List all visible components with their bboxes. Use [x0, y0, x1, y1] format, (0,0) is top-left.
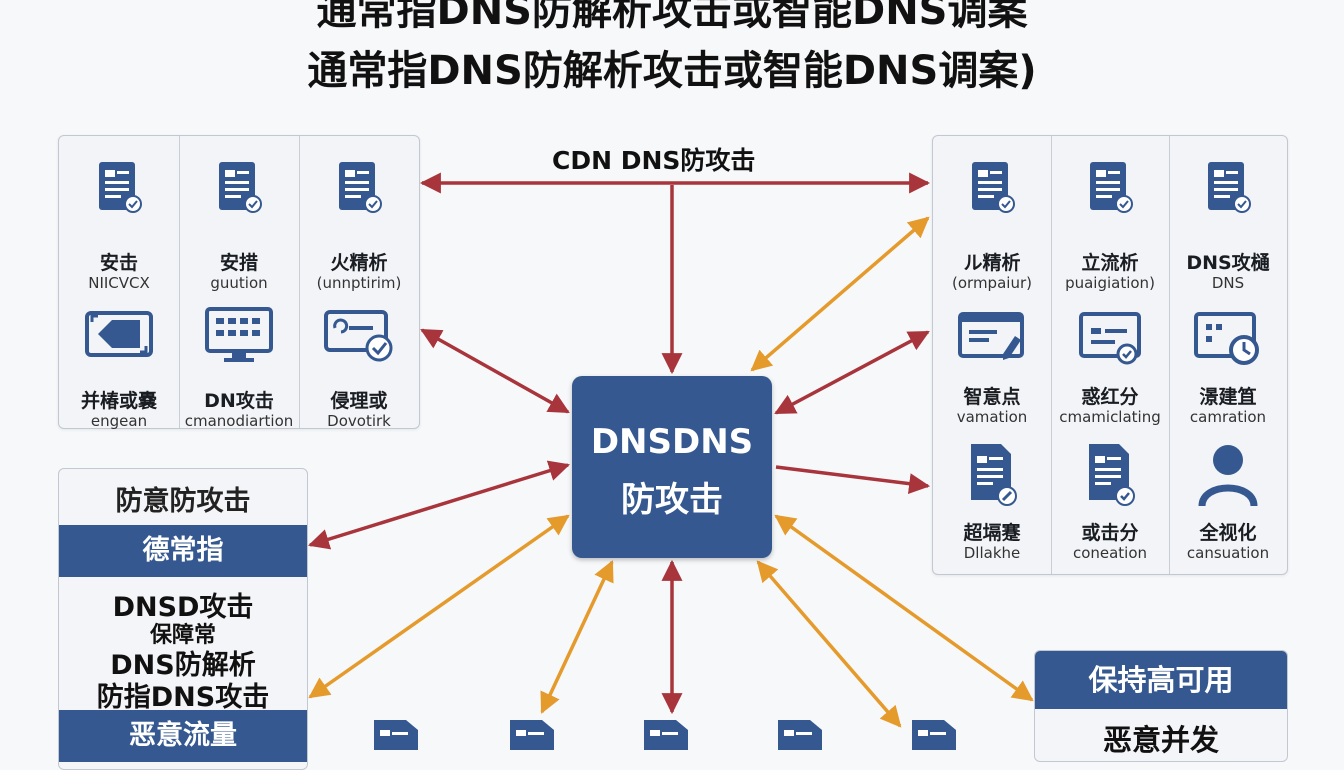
left-panel-band: 恶意流量 [59, 710, 307, 762]
document-check-icon [219, 162, 262, 213]
feature-item: 全视化 cansuation [1169, 430, 1287, 572]
arrow-center-to-right-low [775, 465, 931, 495]
center-subtitle: 防攻击 [621, 480, 723, 520]
feature-label-cn: 智意点 [963, 386, 1021, 408]
document-check-icon [1090, 162, 1133, 213]
feature-label-cn: ル精析 [963, 252, 1021, 274]
feature-label-cn: DN攻击 [204, 390, 274, 412]
left-panel-header: 防意防攻击 [115, 486, 251, 517]
document-check-icon [1089, 444, 1135, 506]
column-divider [1169, 136, 1170, 574]
card-check-icon [324, 310, 393, 362]
feature-label-en: guution [210, 274, 268, 292]
arrow-center-to-bottom-right [774, 514, 1034, 702]
document-check-icon [339, 162, 382, 213]
left-panel-line: 保障常 [149, 623, 216, 648]
user-icon [1198, 445, 1258, 507]
feature-label-cn: DNS攻樋 [1186, 252, 1270, 274]
feature-label-en: coneation [1072, 544, 1148, 562]
feature-item: 惑红分 cmamiclating [1051, 296, 1169, 430]
left-info-panel: 防意防攻击 德常指 DNSD攻击 保障常 DNS防解析 防指DNS攻击 恶意流量 [58, 468, 308, 770]
feature-item: 立流析 puaigiation) [1051, 136, 1169, 296]
feature-item: 火精析 (unnptirim) [299, 136, 419, 292]
feature-label-cn: 或击分 [1081, 522, 1139, 544]
feature-item: 超塥蹇 Dllakhe [933, 430, 1051, 572]
card-check-icon [1079, 312, 1141, 365]
page-title: 通常指DNS防解析攻击或智能DNS调案) [307, 48, 1037, 94]
feature-label-cn: 全视化 [1199, 522, 1257, 544]
right-panel: ル精析 (ormpaiur) 立流析 puaigiation) DNS攻樋 DN… [932, 135, 1288, 575]
bottom-right-panel: 保持高可用 恶意并发 [1034, 650, 1288, 762]
feature-label-en: puaigiation) [1065, 274, 1155, 292]
feature-label-en: (unnptirim) [316, 274, 402, 292]
arrows-layer [307, 172, 1034, 728]
feature-label-en: DNS [1211, 274, 1245, 292]
feature-item: 安击 NIICVCX [59, 136, 179, 292]
feature-item: DN攻击 cmanodiartion [179, 286, 299, 430]
bottom-right-text: 恶意并发 [1102, 723, 1219, 757]
screen-edit-icon [958, 312, 1024, 360]
arrow-center-to-left-panel [307, 460, 571, 550]
document-check-icon [99, 162, 142, 213]
document-check-icon [1208, 162, 1251, 213]
column-divider [1051, 136, 1052, 574]
feature-label-en: cmanodiartion [184, 412, 294, 430]
feature-label-cn: 安击 [99, 252, 138, 274]
feature-item: 智意点 vamation [933, 296, 1051, 430]
feature-label-en: NIICVCX [88, 274, 150, 292]
feature-label-cn: 惑红分 [1081, 386, 1139, 408]
left-top-panel: 安击 NIICVCX 安措 guution 火精析 (unnptirim [58, 135, 420, 430]
feature-label-cn: 立流析 [1081, 252, 1139, 274]
feature-label-en: engean [90, 412, 148, 430]
feature-item: 或击分 coneation [1051, 430, 1169, 572]
monitor-grid-icon [205, 307, 273, 362]
left-panel-line: 防指DNS攻击 [96, 682, 270, 713]
document-edit-icon [971, 444, 1017, 506]
center-title: DNSDNS [590, 422, 754, 462]
feature-label-en: camration [1189, 408, 1267, 426]
arrow-center-to-left-bottom [308, 514, 570, 699]
column-divider [179, 136, 180, 428]
feature-item: 侵理或 Dovotirk [299, 286, 419, 430]
feature-item: ル精析 (ormpaiur) [933, 136, 1051, 296]
resize-frame-icon [85, 311, 153, 357]
feature-label-cn: 澋建笡 [1199, 386, 1257, 408]
center-dns-node: DNSDNS 防攻击 [572, 376, 772, 558]
feature-item: 并椿或嚢 engean [59, 286, 179, 430]
column-divider [299, 136, 300, 428]
feature-label-en: Dovotirk [327, 412, 391, 430]
document-icon [510, 720, 554, 750]
document-icon [778, 720, 822, 750]
arrow-left-top-to-center [420, 328, 570, 414]
cdn-dns-label: CDN DNS防攻击 [552, 146, 756, 175]
feature-label-en: vamation [956, 408, 1028, 426]
arrow-center-to-right-mid [774, 330, 930, 415]
feature-item: 安措 guution [179, 136, 299, 292]
feature-item: DNS攻樋 DNS [1169, 136, 1287, 296]
feature-label-en: (ormpaiur) [952, 274, 1032, 292]
left-panel-line: DNS防解析 [110, 650, 256, 681]
left-panel-band: 德常指 [59, 525, 307, 577]
document-check-icon [972, 162, 1015, 213]
left-panel-line: DNSD攻击 [112, 592, 254, 623]
arrow-center-to-bottom-1 [540, 560, 614, 714]
feature-label-cn: 侵理或 [330, 390, 388, 412]
feature-label-en: cansuation [1186, 544, 1270, 562]
feature-label-en: Dllakhe [963, 544, 1021, 562]
arrow-center-to-bottom-3 [756, 560, 902, 728]
feature-item: 澋建笡 camration [1169, 296, 1287, 430]
feature-label-cn: 超塥蹇 [963, 522, 1021, 544]
document-icon [912, 720, 956, 750]
page-title-cut: 通常指DNS防解析攻击或智能DNS调案 [316, 0, 1028, 34]
document-icon [374, 720, 418, 750]
feature-label-cn: 并椿或嚢 [80, 390, 157, 412]
feature-label-en: cmamiclating [1059, 408, 1161, 426]
monitor-clock-icon [1194, 312, 1259, 365]
feature-label-cn: 安措 [219, 252, 258, 274]
document-icon [644, 720, 688, 750]
bottom-right-band: 保持高可用 [1035, 651, 1287, 709]
feature-label-cn: 火精析 [330, 252, 388, 274]
